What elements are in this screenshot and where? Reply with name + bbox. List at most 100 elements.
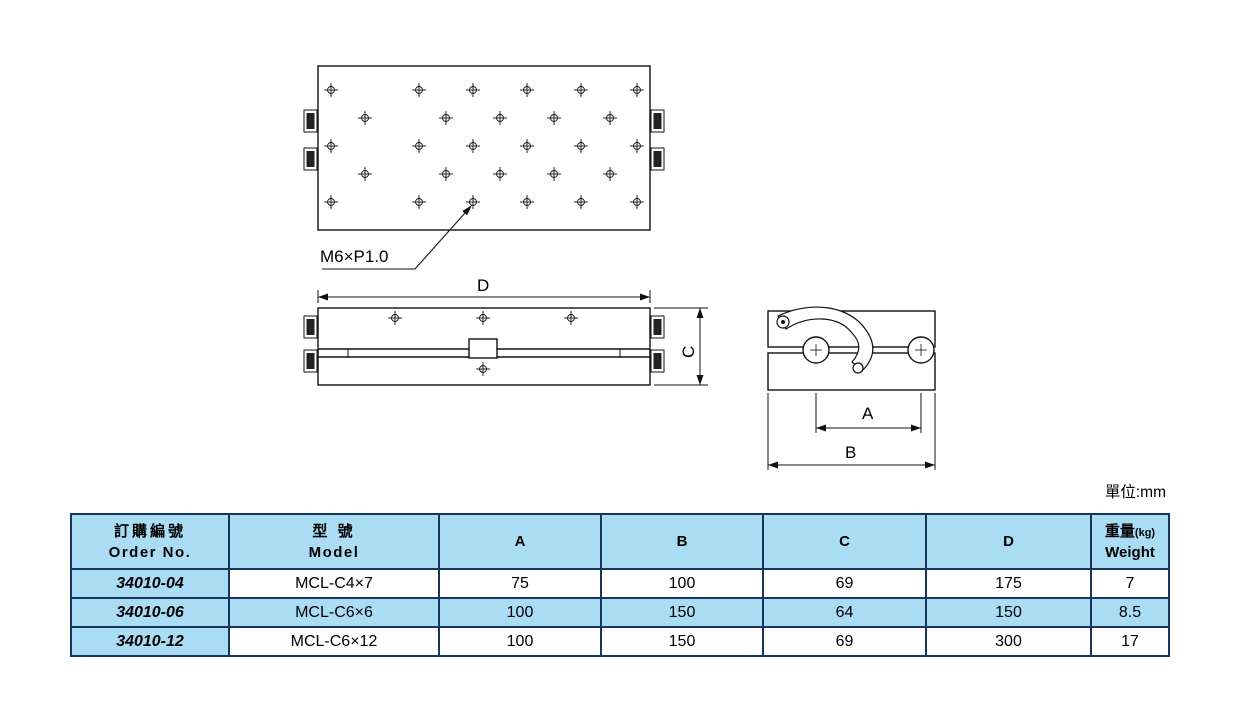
thread-hole xyxy=(438,166,454,182)
cell-a: 75 xyxy=(438,568,602,599)
thread-hole xyxy=(411,138,427,154)
clamp-tab xyxy=(650,109,665,133)
header-model: 型 號 Model xyxy=(228,513,440,570)
cell-a: 100 xyxy=(438,597,602,628)
thread-hole xyxy=(357,110,373,126)
thread-hole xyxy=(629,138,645,154)
thread-hole xyxy=(546,110,562,126)
cell-model: MCL-C4×7 xyxy=(228,568,440,599)
header-order-zh: 訂購編號 xyxy=(113,522,186,540)
cell-d: 300 xyxy=(925,626,1092,657)
cell-weight: 17 xyxy=(1090,626,1170,657)
cell-model: MCL-C6×12 xyxy=(228,626,440,657)
header-weight-en: Weight xyxy=(1105,543,1155,561)
thread-hole xyxy=(519,82,535,98)
cell-model: MCL-C6×6 xyxy=(228,597,440,628)
thread-hole xyxy=(573,82,589,98)
thread-hole xyxy=(602,166,618,182)
side-lower-block xyxy=(767,352,936,391)
thread-hole xyxy=(387,310,403,326)
cell-order-no: 34010-06 xyxy=(70,597,230,628)
thread-hole xyxy=(492,110,508,126)
thread-callout: M6×P1.0 xyxy=(320,205,472,270)
clamp-tab xyxy=(650,315,665,339)
thread-hole xyxy=(411,194,427,210)
clamp-tab xyxy=(650,349,665,373)
dimension-d: D xyxy=(317,276,651,303)
cell-c: 69 xyxy=(762,568,927,599)
thread-hole xyxy=(573,138,589,154)
cell-b: 100 xyxy=(600,568,764,599)
cell-weight: 7 xyxy=(1090,568,1170,599)
dim-label-a: A xyxy=(862,404,874,423)
cam-lever xyxy=(777,306,874,372)
thread-hole xyxy=(323,82,339,98)
dim-label-c: C xyxy=(679,346,698,358)
header-row: 訂購編號 Order No. 型 號 Model A B C D 重量(kg) xyxy=(70,513,1170,570)
cell-b: 150 xyxy=(600,597,764,628)
leader-arrowhead xyxy=(462,205,472,216)
header-col-a: A xyxy=(438,513,602,570)
header-model-en: Model xyxy=(308,543,360,561)
thread-hole xyxy=(323,138,339,154)
cell-c: 64 xyxy=(762,597,927,628)
front-outline xyxy=(317,307,651,386)
thread-callout-label: M6×P1.0 xyxy=(320,247,389,266)
thread-hole xyxy=(492,166,508,182)
header-order-no: 訂購編號 Order No. xyxy=(70,513,230,570)
cell-weight: 8.5 xyxy=(1090,597,1170,628)
front-view xyxy=(303,307,665,386)
technical-drawing: M6×P1.0 xyxy=(303,65,1166,501)
side-view xyxy=(767,306,936,391)
thread-hole xyxy=(519,194,535,210)
header-order-en: Order No. xyxy=(108,543,192,561)
clamp-tab xyxy=(650,147,665,171)
cell-order-no: 34010-12 xyxy=(70,626,230,657)
dimension-c: C xyxy=(654,307,708,386)
cell-b: 150 xyxy=(600,626,764,657)
side-upper-block xyxy=(767,310,936,348)
clamp-tab xyxy=(303,349,318,373)
header-col-c: C xyxy=(762,513,927,570)
thread-hole xyxy=(546,166,562,182)
thread-hole xyxy=(629,82,645,98)
thread-hole xyxy=(573,194,589,210)
thread-hole xyxy=(465,138,481,154)
thread-hole xyxy=(411,82,427,98)
cell-d: 175 xyxy=(925,568,1092,599)
thread-hole xyxy=(475,361,491,377)
thread-hole xyxy=(438,110,454,126)
weight-zh-text: 重量 xyxy=(1104,522,1135,540)
cell-d: 150 xyxy=(925,597,1092,628)
weight-unit-text: (kg) xyxy=(1134,526,1156,539)
table-row: 34010-12 MCL-C6×12 100 150 69 300 17 xyxy=(70,626,1170,657)
table-row: 34010-06 MCL-C6×6 100 150 64 150 8.5 xyxy=(70,597,1170,628)
cam-knob xyxy=(852,362,864,374)
thread-hole xyxy=(563,310,579,326)
thread-hole xyxy=(629,194,645,210)
dim-label-d: D xyxy=(477,276,489,295)
header-weight: 重量(kg) Weight xyxy=(1090,513,1170,570)
header-model-zh: 型 號 xyxy=(312,522,356,540)
dimension-a: A xyxy=(815,393,922,433)
header-weight-zh: 重量(kg) xyxy=(1093,521,1167,542)
thread-hole xyxy=(519,138,535,154)
thread-hole xyxy=(465,194,481,210)
table-row: 34010-04 MCL-C4×7 75 100 69 175 7 xyxy=(70,568,1170,599)
cell-a: 100 xyxy=(438,626,602,657)
dimension-b: B xyxy=(767,393,936,470)
top-view xyxy=(303,65,665,231)
cell-order-no: 34010-04 xyxy=(70,568,230,599)
dim-label-b: B xyxy=(845,443,856,462)
clamp-tab xyxy=(303,147,318,171)
center-gib xyxy=(468,338,498,359)
spec-table: 訂購編號 Order No. 型 號 Model A B C D 重量(kg) xyxy=(70,513,1170,657)
header-col-d: D xyxy=(925,513,1092,570)
thread-hole xyxy=(602,110,618,126)
hole-pattern xyxy=(323,82,645,210)
unit-label: 單位:mm xyxy=(1105,483,1166,501)
thread-hole xyxy=(475,310,491,326)
thread-hole xyxy=(323,194,339,210)
clamp-tab xyxy=(303,109,318,133)
